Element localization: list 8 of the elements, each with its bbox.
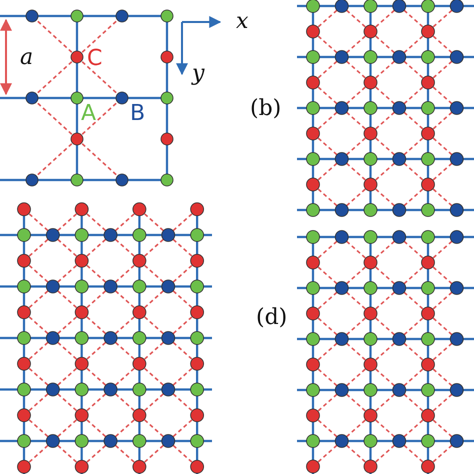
site-label: C bbox=[87, 48, 102, 70]
axis-label: x bbox=[236, 11, 248, 33]
axis-label: y bbox=[192, 63, 204, 85]
panel-label: (d) bbox=[256, 307, 288, 329]
panel-label: (b) bbox=[250, 98, 282, 120]
dimension-label: a bbox=[20, 47, 34, 69]
site-label: B bbox=[130, 103, 146, 125]
site-label: A bbox=[81, 103, 96, 125]
